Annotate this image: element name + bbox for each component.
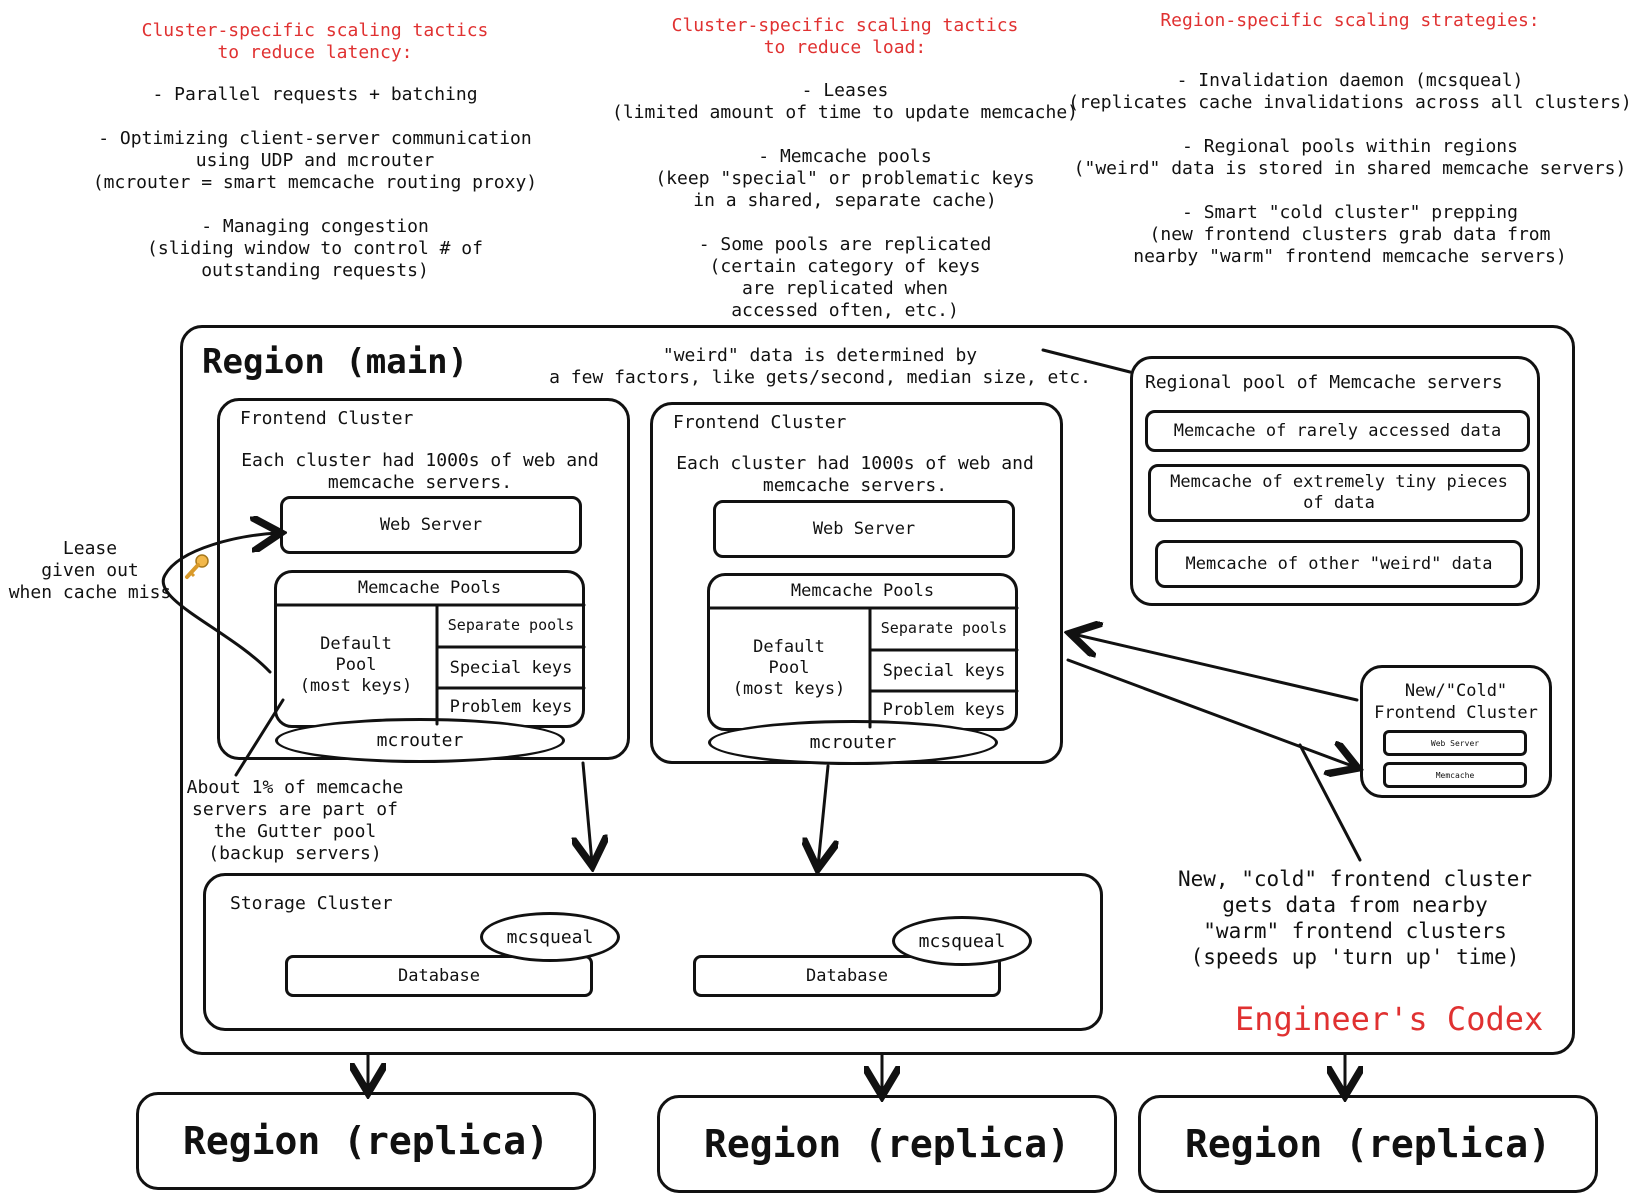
database-1-label: Database xyxy=(398,965,480,986)
cold-cluster-note: New, "cold" frontend cluster gets data f… xyxy=(1177,867,1532,969)
mcrouter-1: mcrouter xyxy=(275,718,565,763)
database-1 xyxy=(285,955,593,997)
regional-item-3 xyxy=(1155,540,1523,588)
arrow-router1-storage xyxy=(583,761,592,863)
cold-note-pointer xyxy=(1298,743,1362,862)
cold-web-server-label: Web Server xyxy=(1430,738,1480,748)
region-replica-2-label: Region (replica) xyxy=(703,1121,1071,1166)
default-pool-1: Default Pool (most keys) xyxy=(299,633,413,696)
mcsqueal-2: mcsqueal xyxy=(892,916,1032,966)
regional-item-2-label: Memcache of extremely tiny pieces of dat… xyxy=(1170,472,1508,513)
key-icon xyxy=(182,552,212,582)
database-2 xyxy=(693,955,1001,997)
frontend-cluster-1-title: Frontend Cluster xyxy=(240,408,414,429)
web-server-2-label: Web Server xyxy=(812,518,916,539)
frontend-cluster-1-desc: Each cluster had 1000s of web and memcac… xyxy=(241,450,599,493)
regional-item-2 xyxy=(1148,464,1530,522)
arrow-router2-storage xyxy=(818,764,828,866)
regional-item-1 xyxy=(1145,410,1530,452)
memcache-pools-1-title: Memcache Pools xyxy=(357,577,502,598)
special-keys-1: Special keys xyxy=(449,657,573,678)
cold-web-server xyxy=(1383,730,1527,756)
special-keys-2: Special keys xyxy=(882,660,1006,681)
frontend-cluster-2-desc: Each cluster had 1000s of web and memcac… xyxy=(676,453,1034,496)
lease-arrow xyxy=(161,533,278,674)
regional-pool-box xyxy=(1130,356,1540,606)
separate-pools-2: Separate pools xyxy=(880,618,1008,637)
problem-keys-1: Problem keys xyxy=(449,696,573,717)
regional-item-1-label: Memcache of rarely accessed data xyxy=(1173,420,1502,441)
cold-cluster-title: New/"Cold" Frontend Cluster xyxy=(1374,681,1538,723)
gutter-note: About 1% of memcache servers are part of… xyxy=(186,777,404,864)
database-2-label: Database xyxy=(806,965,888,986)
latency-tactics-body: - Parallel requests + batching - Optimiz… xyxy=(92,84,538,281)
load-tactics-heading: Cluster-specific scaling tactics to redu… xyxy=(671,15,1019,58)
mcsqueal-1: mcsqueal xyxy=(480,912,620,962)
weird-pointer xyxy=(1041,348,1132,374)
arrow-cold-to-cluster2 xyxy=(1073,634,1359,702)
gutter-pointer xyxy=(234,698,285,777)
frontend-cluster-2-title: Frontend Cluster xyxy=(673,412,847,433)
brand-label: Engineer's Codex xyxy=(1235,1000,1544,1038)
lease-note: Lease given out when cache miss xyxy=(8,538,172,603)
web-server-2 xyxy=(713,500,1015,558)
memcache-pools-2-title: Memcache Pools xyxy=(790,580,935,601)
latency-tactics-heading: Cluster-specific scaling tactics to redu… xyxy=(141,20,489,63)
region-replica-1-label: Region (replica) xyxy=(182,1118,550,1163)
web-server-1-label: Web Server xyxy=(379,514,483,535)
default-pool-2: Default Pool (most keys) xyxy=(732,636,846,699)
region-replica-3 xyxy=(1138,1095,1598,1193)
load-tactics-body: - Leases (limited amount of time to upda… xyxy=(612,80,1078,321)
separate-pools-1: Separate pools xyxy=(447,615,575,634)
storage-cluster-title: Storage Cluster xyxy=(230,893,393,914)
region-strategies-heading: Region-specific scaling strategies: xyxy=(1160,10,1540,31)
regional-pool-title: Regional pool of Memcache servers xyxy=(1145,372,1503,393)
cold-memcache-label: Memcache xyxy=(1435,770,1475,780)
region-main-title: Region (main) xyxy=(202,342,469,382)
storage-cluster-box xyxy=(203,873,1103,1031)
region-replica-3-label: Region (replica) xyxy=(1184,1121,1552,1166)
cold-memcache xyxy=(1383,762,1527,788)
regional-item-3-label: Memcache of other "weird" data xyxy=(1185,553,1493,574)
region-strategies-body: - Invalidation daemon (mcsqueal) (replic… xyxy=(1068,70,1632,267)
arrow-cluster2-to-cold xyxy=(1066,658,1355,767)
weird-data-note: "weird" data is determined by a few fact… xyxy=(549,345,1091,388)
cold-cluster-box xyxy=(1360,665,1552,798)
problem-keys-2: Problem keys xyxy=(882,699,1006,720)
region-main-box xyxy=(180,325,1575,1055)
mcrouter-2: mcrouter xyxy=(708,720,998,765)
